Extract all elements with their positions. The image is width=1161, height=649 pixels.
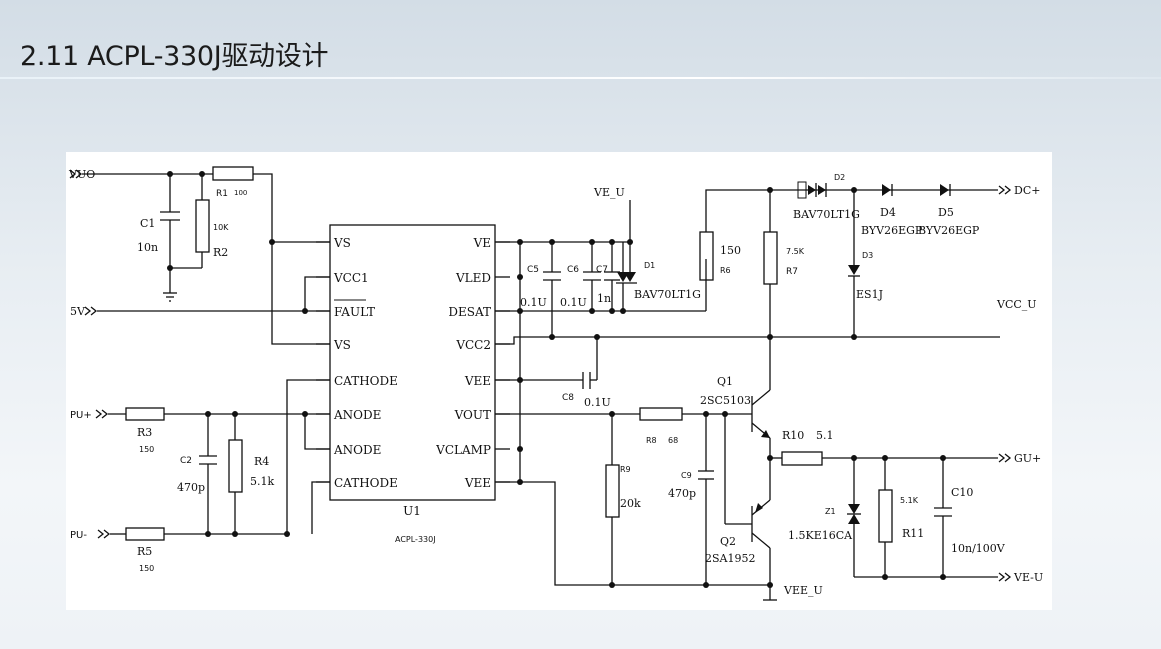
pin-vs-1: VS <box>333 236 351 250</box>
label-r9-ref: R9 <box>620 465 631 474</box>
label-c6-ref: C6 <box>567 265 579 275</box>
label-d1-ref: D1 <box>644 261 655 270</box>
pin-vcc2: VCC2 <box>455 338 491 352</box>
pin-cathode-2: CATHODE <box>334 476 398 490</box>
port-ve-u-top: VE_U <box>593 186 625 199</box>
label-d3-ref: D3 <box>862 251 873 260</box>
label-r2-ref: R2 <box>213 246 228 259</box>
label-c7-val: 1n <box>597 292 611 305</box>
label-r4-ref: R4 <box>254 455 269 468</box>
label-d2-part: BAV70LT1G <box>793 208 860 221</box>
schematic-panel: VS VCC1 FAULT VS CATHODE ANODE ANODE CAT… <box>66 152 1052 610</box>
schematic-diagram: VS VCC1 FAULT VS CATHODE ANODE ANODE CAT… <box>68 166 1043 601</box>
pin-vee-2: VEE <box>464 476 491 490</box>
label-d4-ref: D4 <box>880 206 896 219</box>
label-r7-val: 7.5K <box>786 247 805 256</box>
resistor-r10 <box>781 451 823 466</box>
port-pu-minus: PU- <box>70 530 87 541</box>
slide-title: 2.11 ACPL-330J驱动设计 <box>20 41 329 72</box>
port-vcc-u: VCC_U <box>996 298 1037 311</box>
label-r5-val: 150 <box>139 564 154 573</box>
label-z1-part: 1.5KE16CA <box>788 529 853 542</box>
label-c2-val: 470p <box>177 481 205 494</box>
label-r8-val: 68 <box>668 436 678 445</box>
label-c5-ref: C5 <box>527 265 539 275</box>
label-r10-ref: R10 <box>782 429 804 442</box>
port-ve-u-out: VE-U <box>1013 571 1043 584</box>
chip-ref: U1 <box>403 504 421 518</box>
port-dc-plus: DC+ <box>1014 184 1040 197</box>
label-c8-ref: C8 <box>562 393 574 403</box>
label-r4-val: 5.1k <box>250 475 274 488</box>
chip-part: ACPL-330J <box>395 535 436 544</box>
label-d3-part: ES1J <box>856 288 883 301</box>
label-q2-ref: Q2 <box>720 535 736 548</box>
label-d5-ref: D5 <box>938 206 954 219</box>
pin-anode-2: ANODE <box>333 443 381 457</box>
resistor-r11 <box>878 489 893 543</box>
pin-desat: DESAT <box>448 305 491 319</box>
label-r2-val: 10K <box>213 223 229 232</box>
label-c1-val: 10n <box>137 241 158 254</box>
pin-vclamp: VCLAMP <box>435 443 491 457</box>
resistor-r5 <box>125 527 165 541</box>
resistor-r7 <box>763 231 778 285</box>
label-c8-val: 0.1U <box>584 396 611 409</box>
pin-vout: VOUT <box>454 408 491 422</box>
pin-vled: VLED <box>455 271 491 285</box>
label-c9-val: 470p <box>668 487 696 500</box>
port-gu-plus: GU+ <box>1014 452 1041 465</box>
label-c7-ref: C7 <box>596 265 608 275</box>
label-r8-ref: R8 <box>646 436 657 445</box>
label-d4-part: BYV26EGP <box>861 224 923 237</box>
label-r3-val: 150 <box>139 445 154 454</box>
label-r6-ref: R6 <box>720 266 731 275</box>
pin-anode-1: ANODE <box>333 408 381 422</box>
port-5v: 5V <box>70 305 86 318</box>
label-r1-val: 100 <box>234 189 247 197</box>
label-c2-ref: C2 <box>180 456 192 466</box>
pin-cathode-1: CATHODE <box>334 374 398 388</box>
label-c6-val: 0.1U <box>560 296 587 309</box>
resistor-r9 <box>605 464 620 518</box>
port-vee-u: VEE_U <box>783 584 823 597</box>
chip-u1-body <box>329 224 496 501</box>
label-z1-ref: Z1 <box>825 507 836 516</box>
label-c10-ref: C10 <box>951 486 973 499</box>
label-r11-val: 5.1K <box>900 496 919 505</box>
pin-vcc1: VCC1 <box>333 271 369 285</box>
label-q2-part: 2SA1952 <box>705 552 755 565</box>
title-underline <box>0 77 1161 79</box>
label-c1-ref: C1 <box>140 217 155 230</box>
pin-vee-1: VEE <box>464 374 491 388</box>
label-d2-ref: D2 <box>834 173 845 182</box>
resistor-r1 <box>212 166 254 181</box>
label-q1-ref: Q1 <box>717 375 733 388</box>
resistor-r3 <box>125 407 165 421</box>
pin-ve: VE <box>473 236 491 250</box>
label-d1-part: BAV70LT1G <box>634 288 701 301</box>
label-r1-ref: R1 <box>216 189 228 199</box>
label-c9-ref: C9 <box>681 471 692 480</box>
label-r10-val: 5.1 <box>816 429 834 442</box>
label-q1-part: 2SC5103 <box>700 394 751 407</box>
label-r6-val: 150 <box>720 244 741 257</box>
label-r5-ref: R5 <box>137 545 152 558</box>
pin-vs-2: VS <box>333 338 351 352</box>
label-c10-val: 10n/100V <box>951 542 1006 555</box>
label-r7-ref: R7 <box>786 267 798 277</box>
port-vuo: VUO <box>68 168 95 181</box>
resistor-r8 <box>639 407 683 421</box>
label-r11-ref: R11 <box>902 527 924 540</box>
label-r3-ref: R3 <box>137 426 152 439</box>
label-r9-val: 20k <box>620 497 641 510</box>
pin-fault: FAULT <box>334 305 375 319</box>
label-c5-val: 0.1U <box>520 296 547 309</box>
resistor-r2 <box>195 199 210 253</box>
port-pu-plus: PU+ <box>70 410 92 421</box>
resistor-r4 <box>228 439 243 493</box>
label-d5-part: BYV26EGP <box>918 224 980 237</box>
